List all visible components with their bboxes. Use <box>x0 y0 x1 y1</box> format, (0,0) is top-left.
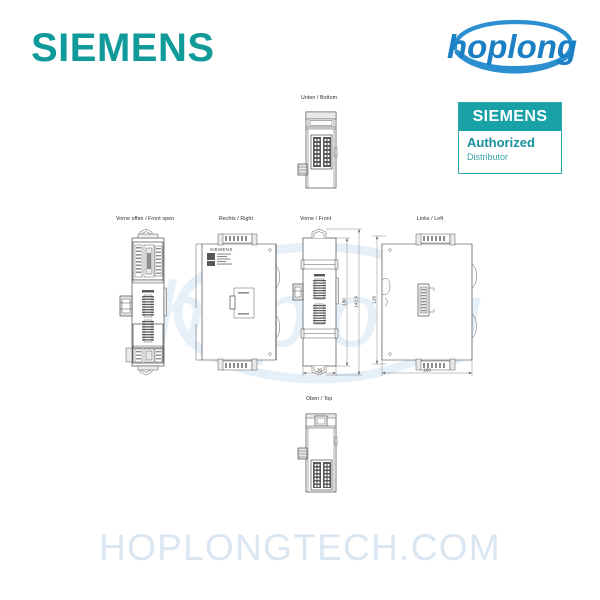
view-top-drawing <box>297 413 338 493</box>
siemens-authorized-distributor-badge: SIEMENS Authorized Distributor <box>458 102 562 174</box>
view-front-open-drawing <box>119 228 167 376</box>
view-caption-left: Links / Left <box>417 216 444 222</box>
badge-authorized-label: Authorized <box>467 135 535 150</box>
watermark-bottom-text: HOPLONGTECH.COM <box>99 527 501 568</box>
view-caption-front-open: Vorne offen / Front open <box>116 216 175 222</box>
badge-distributor-label: Distributor <box>467 151 509 162</box>
siemens-wordmark: SIEMENS <box>31 26 215 70</box>
badge-title: SIEMENS <box>459 103 561 131</box>
view-front-drawing: 30 130 142.9 <box>292 228 362 376</box>
view-caption-right: Rechts / Right <box>219 216 253 222</box>
view-left-drawing: 100 <box>381 233 477 376</box>
view-caption-front: Vorne / Front <box>300 216 332 222</box>
dimension-front-height-total-value: 142.9 <box>354 296 359 308</box>
view-caption-bottom: Unten / Bottom <box>301 95 338 101</box>
dimension-left-height-value: 128 <box>372 296 377 304</box>
nameplate-text: SIEMENS <box>210 247 233 252</box>
svg-text:hoplong: hoplong <box>447 28 577 65</box>
view-caption-top: Oben / Top <box>306 396 333 402</box>
dimension-left-width-value: 100 <box>423 368 431 373</box>
view-bottom-drawing <box>297 111 338 189</box>
hoplong-logo[interactable]: hoplong <box>447 18 577 80</box>
view-right-drawing: SIEMENS <box>195 233 280 371</box>
dimension-front-height-inner-value: 130 <box>342 298 347 306</box>
dimension-front-width-value: 30 <box>317 368 323 373</box>
badge-body: Authorized Distributor <box>459 131 561 164</box>
